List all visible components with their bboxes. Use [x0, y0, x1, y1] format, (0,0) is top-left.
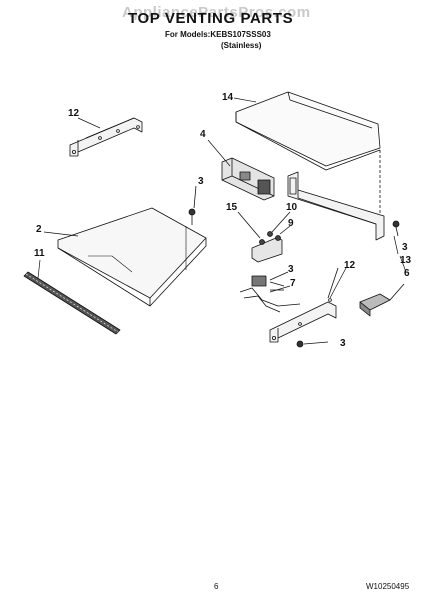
callout-2: 2: [36, 224, 42, 235]
part-2-cover-panel: [57, 207, 207, 307]
part-4-blower-module: [221, 157, 275, 201]
callout-3-left: 3: [198, 176, 204, 187]
model-variant: (Stainless): [221, 41, 262, 50]
part-14-top-panel: [235, 91, 381, 171]
part-3-screw-right: [392, 220, 400, 237]
callout-leaders: [37, 97, 407, 299]
callout-4: 4: [200, 129, 206, 140]
watermark: AppliancePartsPros.com: [122, 4, 311, 21]
callout-14: 14: [222, 92, 234, 103]
part-12-lower-bracket: [269, 267, 339, 343]
callout-3-lower: 3: [340, 338, 346, 349]
part-11-seal-strip: [23, 271, 121, 335]
part-3-screw-left: [188, 185, 197, 225]
callout-9: 9: [288, 218, 294, 229]
callout-3-right: 3: [402, 242, 408, 253]
document-number: W10250495: [366, 582, 410, 591]
side-mounting-bracket: [287, 171, 385, 241]
callout-12-lower: 12: [344, 260, 356, 271]
diagram-title: TOP VENTING PARTS: [128, 10, 294, 27]
part-15-10-9-switch-assembly: [237, 211, 291, 263]
callout-10: 10: [286, 202, 298, 213]
page-number: 6: [214, 582, 219, 591]
callout-13: 13: [400, 255, 412, 266]
part-12-upper-bracket: [69, 117, 143, 157]
callout-3-middle: 3: [288, 264, 294, 275]
callout-15: 15: [226, 202, 238, 213]
callout-11: 11: [34, 248, 45, 259]
callout-6: 6: [404, 268, 410, 279]
part-6-clip: [359, 283, 405, 317]
model-number: For Models:KEBS107SSS03: [165, 30, 271, 39]
callout-12-upper: 12: [68, 108, 80, 119]
part-3-screw-lower: [296, 340, 329, 348]
callout-7: 7: [290, 278, 296, 289]
